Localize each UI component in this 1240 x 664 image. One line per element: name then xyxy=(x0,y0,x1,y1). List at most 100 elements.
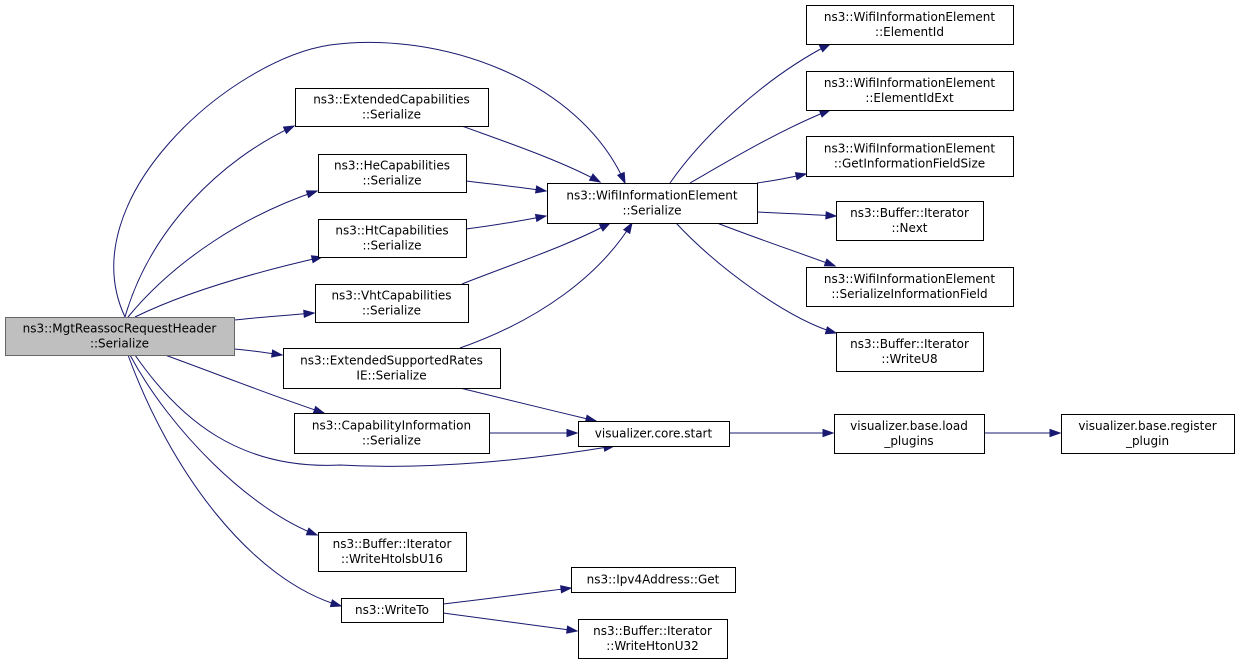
edge-capinfo-to-vizstart xyxy=(488,428,579,438)
node-box xyxy=(578,421,730,447)
node-label-line: ns3::WifiInformationElement xyxy=(824,10,996,24)
node-label-line: ns3::WifiInformationElement xyxy=(566,189,738,203)
node-box xyxy=(1061,414,1235,454)
arrowhead xyxy=(1049,428,1062,438)
node-label-line: ns3::Buffer::Iterator xyxy=(850,206,969,220)
node-root[interactable]: ns3::MgtReassocRequestHeader::Serialize xyxy=(5,317,235,356)
node-extcap[interactable]: ns3::ExtendedCapabilities::Serialize xyxy=(295,88,489,127)
arrowhead xyxy=(824,326,838,335)
edge-line xyxy=(442,587,572,605)
node-writehtolsb[interactable]: ns3::Buffer::Iterator::WriteHtolsbU16 xyxy=(318,532,467,572)
arrowhead xyxy=(303,309,316,319)
edge-wifiser-to-writeu8 xyxy=(675,222,838,335)
arrowhead xyxy=(588,173,602,183)
node-wifiser[interactable]: ns3::WifiInformationElement::Serialize xyxy=(547,183,758,224)
node-label-line: ns3::Buffer::Iterator xyxy=(333,537,452,551)
edge-root-to-wifiser xyxy=(113,41,626,318)
node-box xyxy=(834,414,985,454)
node-writeu8[interactable]: ns3::Buffer::Iterator::WriteU8 xyxy=(836,332,984,372)
node-label-line: ns3::Buffer::Iterator xyxy=(850,337,969,351)
node-label-line: ns3::VhtCapabilities xyxy=(331,289,451,303)
node-label-line: ::ElementId xyxy=(875,25,944,39)
node-label-line: ns3::ExtendedCapabilities xyxy=(313,93,470,107)
node-elemid[interactable]: ns3::WifiInformationElement::ElementId xyxy=(806,5,1014,45)
arrowhead xyxy=(534,213,548,223)
node-next[interactable]: ns3::Buffer::Iterator::Next xyxy=(836,201,984,241)
node-label-line: ns3::ExtendedSupportedRates xyxy=(300,354,483,368)
node-label-line: ns3::WriteTo xyxy=(355,603,429,617)
node-label-line: _plugin xyxy=(1125,434,1169,448)
node-htcap[interactable]: ns3::HtCapabilities::Serialize xyxy=(318,219,467,258)
node-box xyxy=(836,332,984,372)
edge-line xyxy=(465,215,547,230)
arrowhead xyxy=(329,599,343,608)
edge-wifiser-to-elemid xyxy=(669,43,832,184)
node-getinfo[interactable]: ns3::WifiInformationElement::GetInformat… xyxy=(806,136,1014,177)
node-label-line: ns3::Buffer::Iterator xyxy=(593,624,712,638)
edge-root-to-hecap xyxy=(127,190,319,318)
node-box xyxy=(295,88,489,127)
node-vizstart[interactable]: visualizer.core.start xyxy=(578,421,730,447)
node-label-line: ns3::WifiInformationElement xyxy=(824,272,996,286)
node-label-line: ::ElementIdExt xyxy=(865,91,954,105)
node-box xyxy=(315,284,469,323)
edge-root-to-htcap xyxy=(134,255,324,318)
edge-line xyxy=(675,222,837,334)
node-label-line: ::WriteHtonU32 xyxy=(606,639,699,653)
node-label-line: ::Serialize xyxy=(362,174,421,188)
arrowhead xyxy=(818,43,832,53)
edge-line xyxy=(459,222,633,349)
edge-root-to-vhtcap xyxy=(233,309,316,321)
edge-wifiser-to-next xyxy=(756,211,838,220)
node-box xyxy=(578,619,728,659)
node-serinfo[interactable]: ns3::WifiInformationElement::SerializeIn… xyxy=(806,267,1014,307)
edge-htcap-to-wifiser xyxy=(465,213,548,230)
node-label-line: IE::Serialize xyxy=(356,369,426,383)
node-writehton[interactable]: ns3::Buffer::Iterator::WriteHtonU32 xyxy=(578,619,728,659)
node-label-line: ns3::HtCapabilities xyxy=(335,224,448,238)
arrowhead xyxy=(598,222,612,232)
arrowhead xyxy=(823,258,837,267)
edge-wifiser-to-serinfo xyxy=(716,222,837,267)
node-capinfo[interactable]: ns3::CapabilityInformation::Serialize xyxy=(294,413,490,454)
edge-line xyxy=(756,211,837,217)
node-label-line: _plugins xyxy=(883,434,933,448)
edge-line xyxy=(465,180,547,192)
node-loadplugins[interactable]: visualizer.base.load_plugins xyxy=(834,414,985,454)
node-writeto[interactable]: ns3::WriteTo xyxy=(341,598,444,623)
edge-root-to-writeto xyxy=(127,354,343,608)
node-label-line: ::GetInformationFieldSize xyxy=(834,157,985,171)
edge-line xyxy=(134,354,615,467)
arrowhead xyxy=(305,190,319,199)
edge-writeto-to-ipv4get xyxy=(442,585,573,605)
edge-line xyxy=(113,41,626,318)
node-label-line: ns3::WifiInformationElement xyxy=(824,76,996,90)
node-label-line: ::WriteHtolsbU16 xyxy=(341,552,443,566)
node-elemidext[interactable]: ns3::WifiInformationElement::ElementIdEx… xyxy=(806,71,1014,111)
edge-line xyxy=(134,256,323,318)
node-hecap[interactable]: ns3::HeCapabilities::Serialize xyxy=(318,154,467,193)
node-regplugin[interactable]: visualizer.base.register_plugin xyxy=(1061,414,1235,454)
node-label-line: ::WriteU8 xyxy=(881,352,937,366)
node-label-line: ::SerializeInformationField xyxy=(831,287,987,301)
arrowhead xyxy=(560,585,573,594)
edge-line xyxy=(461,222,611,285)
edge-writeto-to-writehton xyxy=(442,612,579,634)
node-label-line: ns3::WifiInformationElement xyxy=(824,142,996,156)
node-label-line: visualizer.base.register xyxy=(1078,419,1216,433)
node-label-line: visualizer.base.load xyxy=(850,419,968,433)
edge-line xyxy=(124,125,295,318)
node-label-line: ::Serialize xyxy=(90,337,149,351)
edge-root-to-writehtolsb xyxy=(129,354,319,536)
node-ipv4get[interactable]: ns3::Ipv4Address::Get xyxy=(571,567,736,593)
node-box xyxy=(806,267,1014,307)
edge-line xyxy=(669,43,831,184)
node-label-line: visualizer.core.start xyxy=(595,427,713,441)
node-label-line: ::Serialize xyxy=(362,434,421,448)
node-vhtcap[interactable]: ns3::VhtCapabilities::Serialize xyxy=(315,284,469,323)
arrowhead xyxy=(822,428,835,438)
node-label-line: ns3::Ipv4Address::Get xyxy=(587,573,720,587)
node-box xyxy=(806,136,1014,177)
